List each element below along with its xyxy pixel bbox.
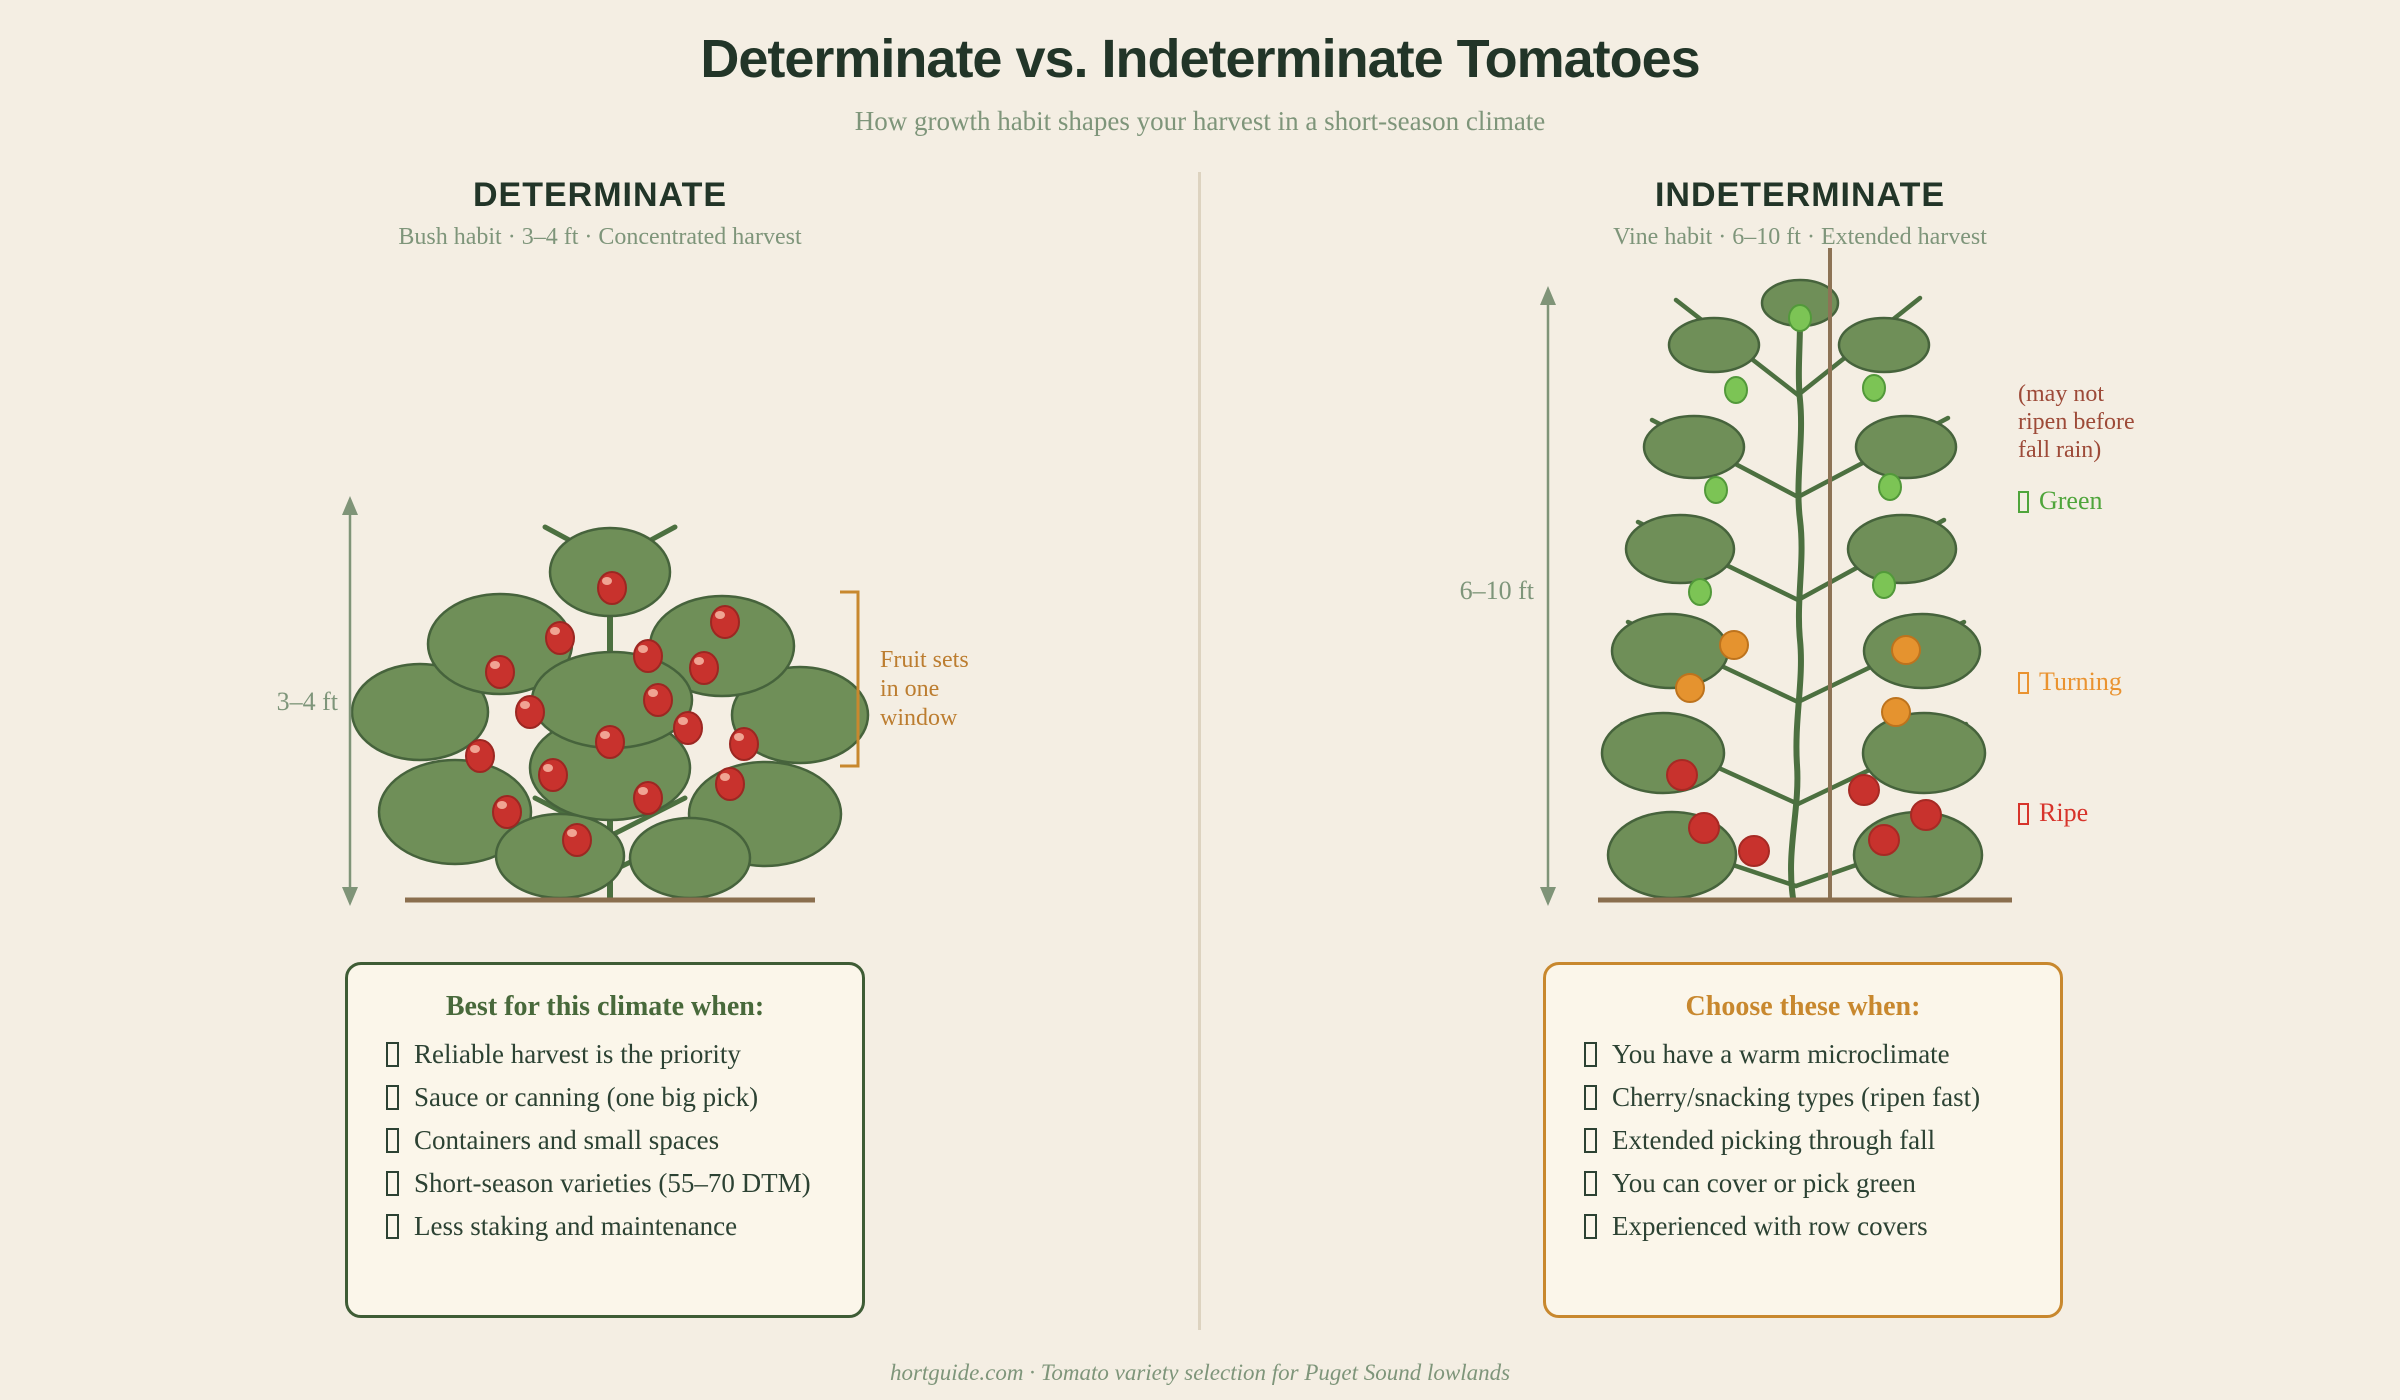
check-icon	[386, 1171, 399, 1196]
list-item: You can cover or pick green	[1584, 1162, 2060, 1205]
list-item: Experienced with row covers	[1584, 1205, 2060, 1248]
green-swatch-icon	[2018, 491, 2029, 513]
column-divider	[1198, 172, 1201, 1330]
list-item: Sauce or canning (one big pick)	[386, 1076, 862, 1119]
fruit-window-caption-line: window	[880, 705, 958, 731]
determinate-heading: DETERMINATE	[472, 176, 728, 214]
determinate-plant	[350, 524, 870, 903]
check-icon	[386, 1085, 399, 1110]
legend-label: Turning	[2039, 667, 2122, 696]
indeterminate-heading: INDETERMINATE	[1654, 176, 1946, 214]
check-icon	[1584, 1214, 1597, 1239]
page-title: Determinate vs. Indeterminate Tomatoes	[700, 29, 1700, 89]
indeterminate-card-title: Choose these when:	[1685, 991, 1921, 1022]
list-item-label: You can cover or pick green	[1612, 1168, 1916, 1198]
list-item-label: Experienced with row covers	[1612, 1211, 1928, 1241]
fruit-window-caption-line: in one	[880, 676, 940, 702]
legend-label: Ripe	[2039, 798, 2089, 827]
ripen-note: (may not ripen before fall rain)	[2018, 380, 2135, 464]
list-item-label: Short-season varieties (55–70 DTM)	[414, 1168, 811, 1198]
list-item-label: Containers and small spaces	[414, 1125, 720, 1155]
list-item-label: You have a warm microclimate	[1612, 1039, 1950, 1069]
check-icon	[1584, 1085, 1597, 1110]
harvest-window-bracket	[840, 590, 860, 768]
list-item-label: Reliable harvest is the priority	[414, 1039, 741, 1069]
list-item: Less staking and maintenance	[386, 1205, 862, 1248]
determinate-height-label: 3–4 ft	[276, 687, 338, 716]
indeterminate-height-label: 6–10 ft	[1459, 576, 1534, 605]
list-item: Reliable harvest is the priority	[386, 1033, 862, 1076]
footer-attribution: hortguide.com · Tomato variety selection…	[889, 1360, 1511, 1385]
turning-swatch-icon	[2018, 672, 2029, 694]
determinate-card-list: Reliable harvest is the priority Sauce o…	[348, 1033, 862, 1248]
ripe-swatch-icon	[2018, 803, 2029, 825]
indeterminate-card-list: You have a warm microclimate Cherry/snac…	[1546, 1033, 2060, 1248]
list-item: You have a warm microclimate	[1584, 1033, 2060, 1076]
ripen-note-line: (may not	[2018, 381, 2104, 407]
height-arrow-indeterminate	[1540, 286, 1556, 906]
legend-item-ripe: Ripe	[2018, 798, 2088, 828]
page-subtitle: How growth habit shapes your harvest in …	[854, 106, 1546, 136]
vine-stem	[1788, 299, 1805, 899]
legend-label: Green	[2039, 486, 2103, 515]
ripen-note-line: ripen before	[2018, 409, 2135, 435]
ripen-note-line: fall rain)	[2018, 437, 2102, 463]
list-item: Extended picking through fall	[1584, 1119, 2060, 1162]
check-icon	[1584, 1042, 1597, 1067]
determinate-subheading: Bush habit · 3–4 ft · Concentrated harve…	[398, 224, 802, 250]
list-item: Cherry/snacking types (ripen fast)	[1584, 1076, 2060, 1119]
indeterminate-subheading: Vine habit · 6–10 ft · Extended harvest	[1613, 224, 1987, 250]
determinate-card: Best for this climate when: Reliable har…	[345, 962, 865, 1318]
list-item-label: Cherry/snacking types (ripen fast)	[1612, 1082, 1981, 1112]
list-item: Containers and small spaces	[386, 1119, 862, 1162]
fruit-window-caption: Fruit sets in one window	[880, 646, 969, 733]
indeterminate-card: Choose these when: You have a warm micro…	[1543, 962, 2063, 1318]
list-item-label: Less staking and maintenance	[414, 1211, 738, 1241]
list-item-label: Sauce or canning (one big pick)	[414, 1082, 759, 1112]
legend-item-green: Green	[2018, 486, 2103, 516]
determinate-card-title: Best for this climate when:	[445, 991, 765, 1022]
check-icon	[386, 1214, 399, 1239]
height-arrow-determinate	[342, 496, 358, 906]
fruit-window-caption-line: Fruit sets	[880, 647, 969, 673]
check-icon	[386, 1128, 399, 1153]
indeterminate-plant	[1598, 248, 2012, 903]
vine-leaves	[1600, 278, 1987, 900]
check-icon	[1584, 1128, 1597, 1153]
check-icon	[1584, 1171, 1597, 1196]
list-item: Short-season varieties (55–70 DTM)	[386, 1162, 862, 1205]
check-icon	[386, 1042, 399, 1067]
legend-item-turning: Turning	[2018, 667, 2122, 697]
list-item-label: Extended picking through fall	[1612, 1125, 1936, 1155]
